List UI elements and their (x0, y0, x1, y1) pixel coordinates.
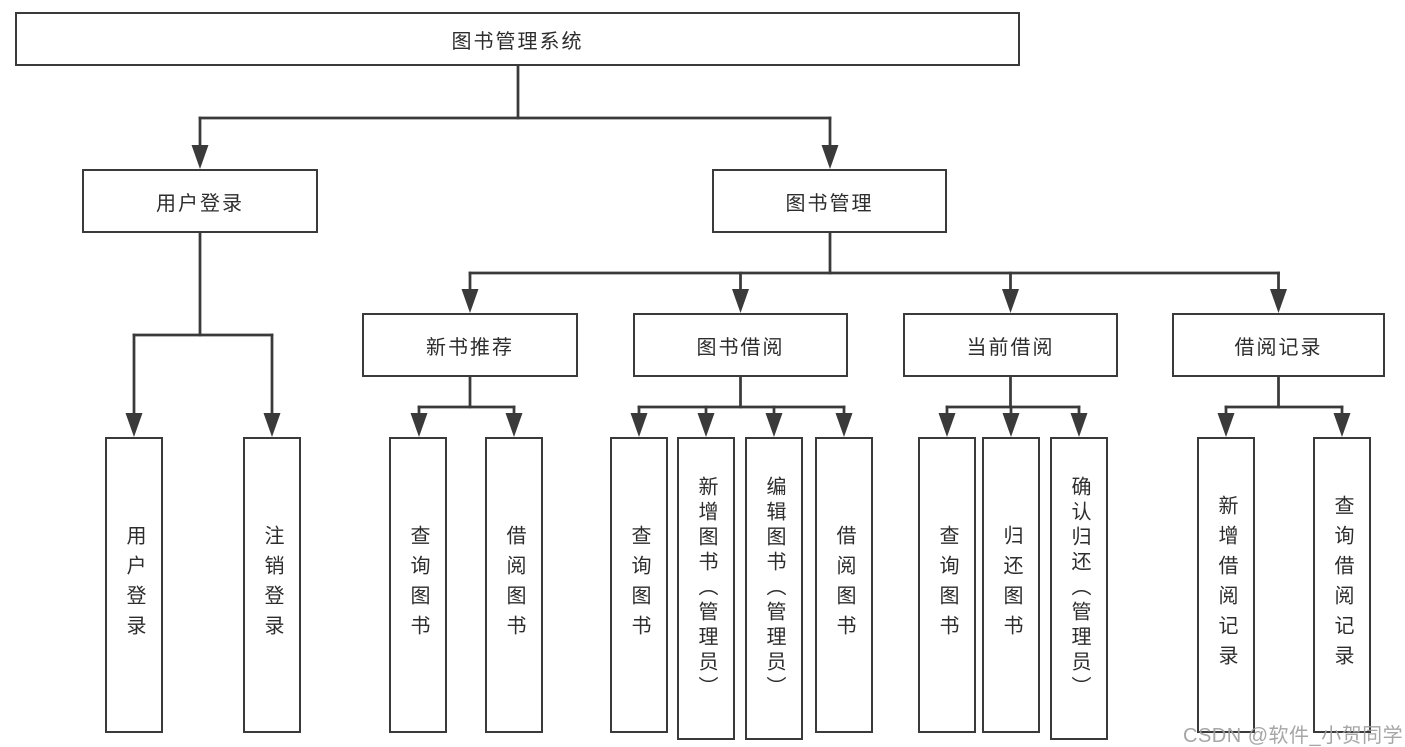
leaf-query-books-recommend-label: 查询图书 (407, 525, 429, 645)
arrowhead-down-icon (263, 413, 281, 437)
arrowhead-down-icon (821, 145, 839, 169)
leaf-add-book-admin-label: 新增图书（管理员） (695, 476, 717, 701)
leaf-query-books-current-label: 查询图书 (936, 525, 958, 645)
node-library-management-system-label: 图书管理系统 (451, 30, 584, 53)
leaf-add-book-admin: 新增图书（管理员） (677, 437, 735, 740)
leaf-confirm-return-admin: 确认归还（管理员） (1050, 437, 1108, 740)
node-borrowing-records-label: 借阅记录 (1234, 336, 1323, 359)
arrowhead-down-icon (1070, 413, 1088, 437)
arrowhead-down-icon (938, 413, 956, 437)
arrowhead-down-icon (191, 145, 209, 169)
node-book-management: 图书管理 (712, 169, 947, 233)
arrowhead-down-icon (1333, 413, 1351, 437)
arrowhead-down-icon (732, 289, 749, 313)
leaf-user-login: 用户登录 (105, 437, 163, 733)
node-new-book-recommendation-label: 新书推荐 (426, 336, 514, 359)
arrowhead-down-icon (630, 413, 648, 437)
leaf-edit-book-admin-label: 编辑图书（管理员） (763, 476, 785, 701)
leaf-add-borrow-record: 新增借阅记录 (1197, 437, 1255, 733)
arrowhead-down-icon (461, 289, 479, 313)
arrowhead-down-icon (765, 413, 783, 437)
node-current-borrowing: 当前借阅 (903, 313, 1118, 377)
node-book-borrowing-label: 图书借阅 (696, 336, 785, 359)
node-user-login-label: 用户登录 (156, 192, 244, 215)
leaf-logout-label: 注销登录 (261, 525, 283, 645)
leaf-query-books-recommend: 查询图书 (389, 437, 447, 733)
leaf-add-borrow-record-label: 新增借阅记录 (1215, 495, 1237, 675)
node-book-borrowing: 图书借阅 (633, 313, 848, 377)
leaf-edit-book-admin: 编辑图书（管理员） (745, 437, 803, 740)
arrowhead-down-icon (697, 413, 715, 437)
arrowhead-down-icon (1002, 413, 1020, 437)
leaf-return-book-label: 归还图书 (1000, 525, 1022, 645)
leaf-query-books-borrowing-label: 查询图书 (628, 525, 650, 645)
node-user-login: 用户登录 (82, 169, 318, 233)
leaf-confirm-return-admin-label: 确认归还（管理员） (1068, 476, 1090, 701)
leaf-borrow-books-recommend-label: 借阅图书 (503, 525, 525, 645)
leaf-query-borrow-record-label: 查询借阅记录 (1331, 495, 1353, 675)
arrowhead-down-icon (1217, 413, 1235, 437)
node-new-book-recommendation: 新书推荐 (362, 313, 578, 377)
leaf-query-borrow-record: 查询借阅记录 (1313, 437, 1371, 733)
leaf-return-book: 归还图书 (982, 437, 1040, 733)
leaf-query-books-current: 查询图书 (918, 437, 976, 733)
node-current-borrowing-label: 当前借阅 (966, 336, 1055, 359)
leaf-borrow-books-borrowing: 借阅图书 (815, 437, 873, 733)
arrowhead-down-icon (1270, 289, 1287, 313)
leaf-logout: 注销登录 (243, 437, 301, 733)
leaf-borrow-books-recommend: 借阅图书 (485, 437, 543, 733)
arrowhead-down-icon (835, 413, 853, 437)
leaf-query-books-borrowing: 查询图书 (610, 437, 668, 733)
csdn-watermark: CSDN @软件_小贺同学 (1183, 725, 1404, 747)
node-borrowing-records: 借阅记录 (1172, 313, 1385, 377)
node-book-management-label: 图书管理 (785, 192, 874, 215)
leaf-user-login-label: 用户登录 (123, 525, 145, 645)
leaf-borrow-books-borrowing-label: 借阅图书 (833, 525, 855, 645)
arrowhead-down-icon (1002, 289, 1019, 313)
node-library-management-system: 图书管理系统 (15, 12, 1020, 66)
arrowhead-down-icon (125, 413, 143, 437)
arrowhead-down-icon (410, 413, 428, 437)
arrowhead-down-icon (505, 413, 523, 437)
